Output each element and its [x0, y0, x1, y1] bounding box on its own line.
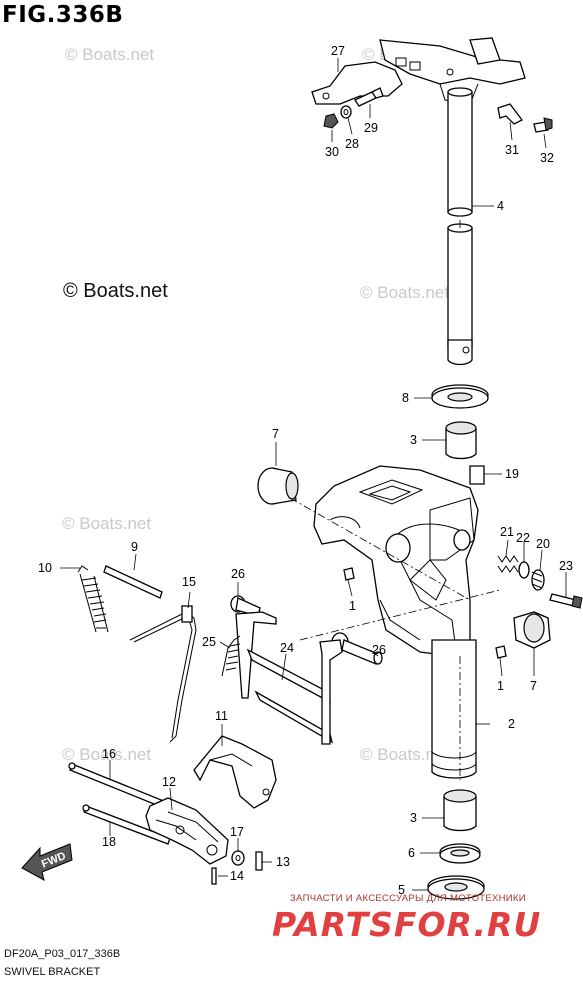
callout-1-left: 1: [349, 599, 356, 613]
watermark: © Boats.net: [360, 745, 450, 764]
callout-27: 27: [331, 44, 345, 58]
callout-30: 30: [325, 145, 339, 159]
part-clip-31: [497, 103, 523, 125]
part-spring-21: [497, 555, 519, 573]
callout-21: 21: [500, 525, 514, 539]
callout-22: 22: [516, 531, 530, 545]
callout-11: 11: [215, 709, 228, 723]
watermark: © Boats.net: [62, 745, 152, 764]
callout-20: 20: [536, 537, 550, 551]
callout-26-upper: 26: [231, 567, 245, 581]
part-swivel-bracket-body: [313, 465, 479, 657]
callout-16: 16: [102, 747, 116, 761]
diagram-title: SWIVEL BRACKET: [4, 966, 101, 978]
callout-32: 32: [540, 151, 554, 165]
callout-9: 9: [131, 540, 138, 554]
copyright-notice: © Boats.net: [63, 280, 168, 302]
part-bushing-7-left: [257, 467, 299, 505]
part-bolt-26-upper: [230, 595, 261, 617]
callout-25: 25: [202, 635, 216, 649]
part-pin-13: [255, 851, 263, 871]
callout-19: 19: [505, 467, 519, 481]
part-pad-19: [469, 465, 485, 485]
part-bolt-32: [533, 117, 553, 133]
part-washer-5: [427, 875, 485, 900]
diagram-code: DF20A_P03_017_336B: [4, 948, 121, 960]
part-spring-10: [77, 565, 109, 633]
callout-6: 6: [408, 846, 415, 860]
part-rod-9: [103, 565, 163, 599]
callout-23: 23: [559, 559, 573, 573]
callout-18: 18: [102, 835, 116, 849]
callout-4: 4: [497, 199, 504, 213]
callout-12: 12: [162, 775, 176, 789]
callout-24: 24: [280, 641, 294, 655]
callout-14: 14: [230, 869, 244, 883]
part-bushing-lower: [443, 789, 477, 832]
brand-tagline: ЗАПЧАСТИ И АКСЕССУАРЫ ДЛЯ МОТОТЕХНИКИ: [290, 893, 526, 904]
callout-31: 31: [505, 143, 519, 157]
fwd-direction-arrow: FWD: [21, 843, 73, 881]
part-nut-30: [323, 113, 339, 129]
part-washer-8: [431, 384, 489, 409]
part-pin-14: [211, 867, 217, 885]
callout-28: 28: [345, 137, 359, 151]
brand-logo: PARTSFOR.RU: [272, 905, 542, 944]
leader-lines: [60, 58, 567, 891]
part-bolt-23: [549, 593, 583, 609]
part-washer-22: [518, 561, 530, 579]
part-steering-shaft: [447, 87, 473, 366]
assembly-centerlines: [289, 497, 501, 780]
part-washer-6: [439, 843, 481, 864]
callout-7-left: 7: [272, 427, 279, 441]
callout-13: 13: [276, 855, 290, 869]
callout-2: 2: [508, 717, 515, 731]
callout-10: 10: [38, 561, 52, 575]
callout-8: 8: [402, 391, 409, 405]
callout-labels: 27 29 28 30 31 32 4 8 3 19 7 21 22 20 23…: [38, 44, 573, 897]
part-sleeve-20: [531, 569, 545, 591]
callout-15: 15: [182, 575, 196, 589]
figure-title: FIG.336B: [2, 2, 124, 28]
part-bushing-upper: [445, 421, 477, 460]
callout-7-right: 7: [530, 679, 537, 693]
callout-3-upper: 3: [410, 433, 417, 447]
part-rod-18: [82, 804, 171, 845]
part-spring-25: [221, 635, 241, 677]
part-grease-nipple-1: [343, 567, 507, 659]
callout-17: 17: [230, 825, 244, 839]
watermark: © Boats.net: [62, 514, 152, 533]
part-bolt-29: [354, 87, 384, 107]
part-swivel-case-2: [431, 639, 477, 779]
part-bushing-7-right: [513, 611, 551, 649]
part-wire-link-15: [129, 605, 197, 743]
callout-1-right: 1: [497, 679, 504, 693]
part-mount-12: [145, 797, 229, 865]
part-bracket-11: [193, 735, 277, 809]
watermark: © Boats.net: [360, 283, 450, 302]
callout-3-lower: 3: [410, 811, 417, 825]
part-washer-17: [231, 850, 245, 866]
part-washer-28: [340, 105, 352, 119]
callout-29: 29: [364, 121, 378, 135]
callout-5: 5: [398, 883, 405, 897]
callout-26-lower: 26: [372, 643, 386, 657]
watermark: © Boats.net: [65, 45, 155, 64]
part-tilt-lever-24: [235, 611, 343, 745]
